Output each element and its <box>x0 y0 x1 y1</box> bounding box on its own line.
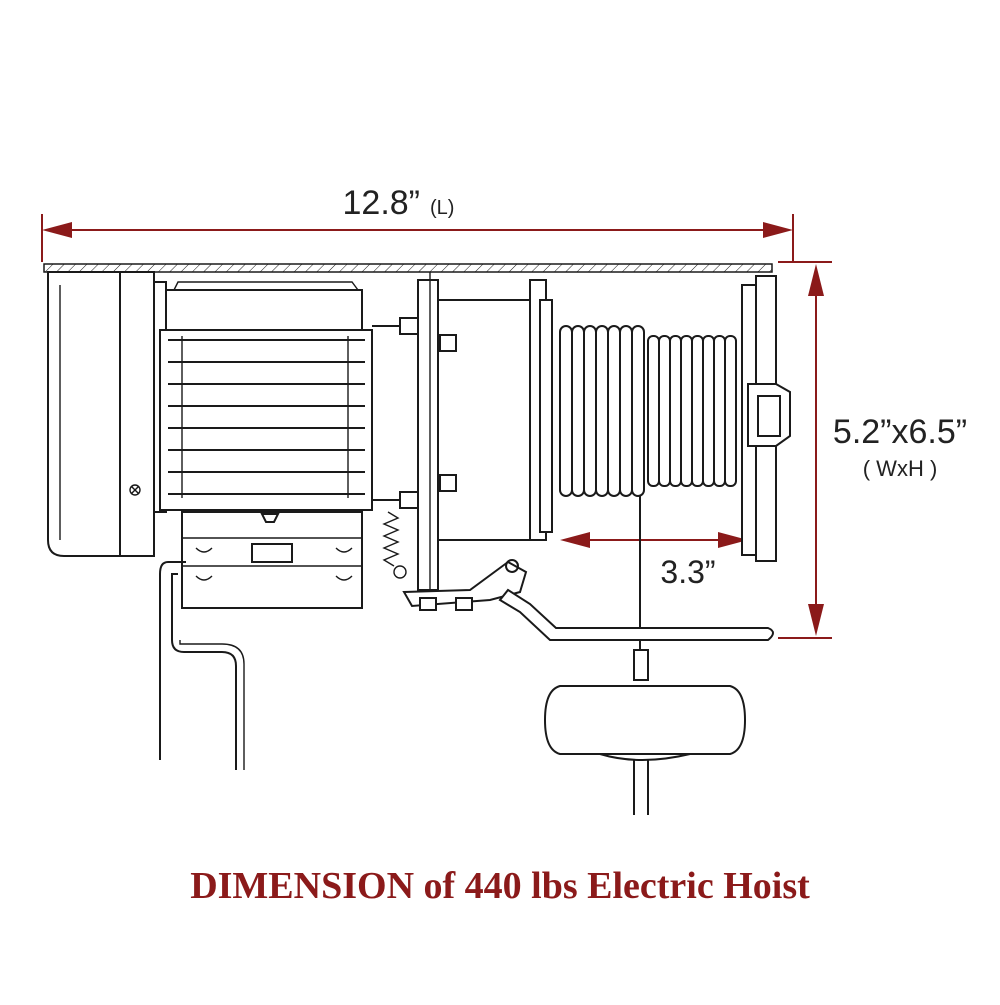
cable-windings <box>559 325 737 497</box>
arrow-up-icon <box>808 264 824 296</box>
drum-value: 3.3” <box>660 554 715 590</box>
fastener-icon <box>260 513 280 523</box>
handle-bar <box>498 588 774 641</box>
width-height-unit: ( WxH ) <box>863 456 938 481</box>
spring <box>382 511 407 579</box>
width-height-value: 5.2”x6.5” <box>833 413 967 451</box>
drum-arrow-left-icon <box>560 532 590 548</box>
arrow-right-icon <box>763 222 793 238</box>
drum-dimension: 3.3” <box>560 532 748 590</box>
load-block <box>543 649 747 815</box>
limit-switch-base <box>181 511 363 609</box>
screw-icon <box>129 484 141 496</box>
height-dimension: 5.2”x6.5” ( WxH ) <box>778 261 967 639</box>
bolt-icon <box>439 474 457 492</box>
length-value: 12.8” <box>343 184 421 222</box>
motor-end-cap <box>47 271 155 557</box>
bolt-icon <box>439 334 457 352</box>
release-lever <box>402 559 528 611</box>
caption: DIMENSION of 440 lbs Electric Hoist <box>190 865 810 907</box>
arrow-down-icon <box>808 604 824 636</box>
cable-drum <box>529 275 791 562</box>
length-dimension: 12.8” (L) <box>41 184 794 262</box>
motor-body <box>153 281 419 513</box>
drum-arrow-right-icon <box>718 532 748 548</box>
cooling-fins <box>168 336 365 498</box>
mounting-plate <box>43 263 773 273</box>
gear-housing <box>417 272 531 591</box>
arrow-left-icon <box>42 222 72 238</box>
length-unit: (L) <box>430 197 454 219</box>
hook <box>159 561 245 770</box>
